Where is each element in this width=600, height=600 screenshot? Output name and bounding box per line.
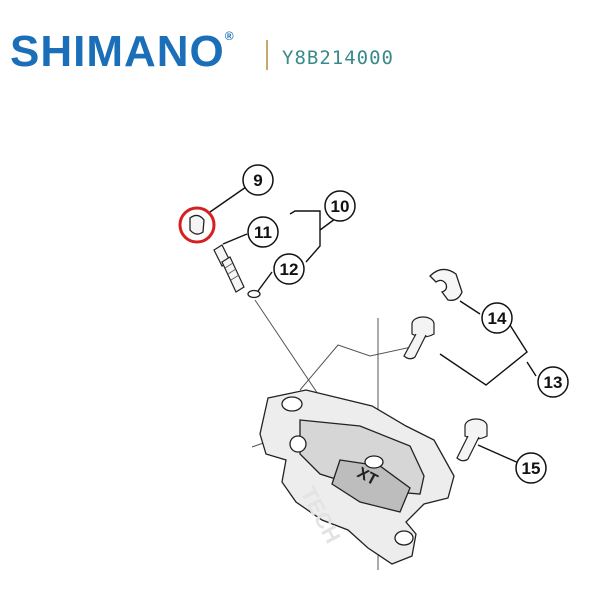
- nipple-threads: [221, 256, 245, 293]
- caliper-bleed-port: [364, 455, 384, 469]
- callout-15: 15: [515, 452, 547, 484]
- svg-text:13: 13: [544, 373, 563, 392]
- bracket-10: [289, 210, 321, 263]
- leader-11: [222, 233, 248, 245]
- brand-name: SHIMANO: [10, 27, 225, 76]
- callout-14: 14: [481, 302, 513, 334]
- part-12-o-ring: [247, 289, 261, 299]
- part-number: Y8B214000: [282, 47, 394, 69]
- svg-text:12: 12: [280, 260, 299, 279]
- svg-text:11: 11: [254, 223, 272, 242]
- svg-text:14: 14: [488, 309, 507, 328]
- leader-12: [257, 271, 273, 292]
- part-11-bleed-nipple: [213, 244, 245, 293]
- callout-9: 9: [242, 164, 274, 196]
- bracket-13: [439, 313, 528, 386]
- leader-9: [209, 186, 247, 213]
- svg-text:10: 10: [331, 197, 350, 216]
- caliper-port: [289, 435, 307, 453]
- leader-14: [459, 300, 481, 315]
- part-15-bolt: [456, 418, 488, 462]
- svg-text:15: 15: [522, 459, 541, 478]
- callout-12: 12: [273, 253, 305, 285]
- axis-upper-bolt: [299, 344, 417, 391]
- caliper-mount-hole-lower: [394, 530, 414, 546]
- brand-logo: SHIMANO®: [10, 30, 235, 74]
- svg-text:9: 9: [253, 171, 262, 190]
- callout-13: 13: [537, 366, 569, 398]
- brand-registered-mark: ®: [224, 29, 235, 43]
- leader-13: [526, 361, 537, 377]
- part-9-cap: [178, 206, 216, 244]
- highlight-circle: [178, 206, 216, 244]
- part-13-bolt: [403, 316, 435, 360]
- cap-shape: [189, 214, 205, 235]
- callout-11: 11: [247, 216, 279, 248]
- part-14-clip: [429, 268, 463, 301]
- callout-group: 9 10 11 12 13 14 15: [242, 164, 569, 484]
- callout-10: 10: [324, 190, 356, 222]
- caliper-mount-hole-upper: [281, 396, 303, 412]
- header-divider: [266, 40, 268, 70]
- caliper-body: [259, 389, 455, 565]
